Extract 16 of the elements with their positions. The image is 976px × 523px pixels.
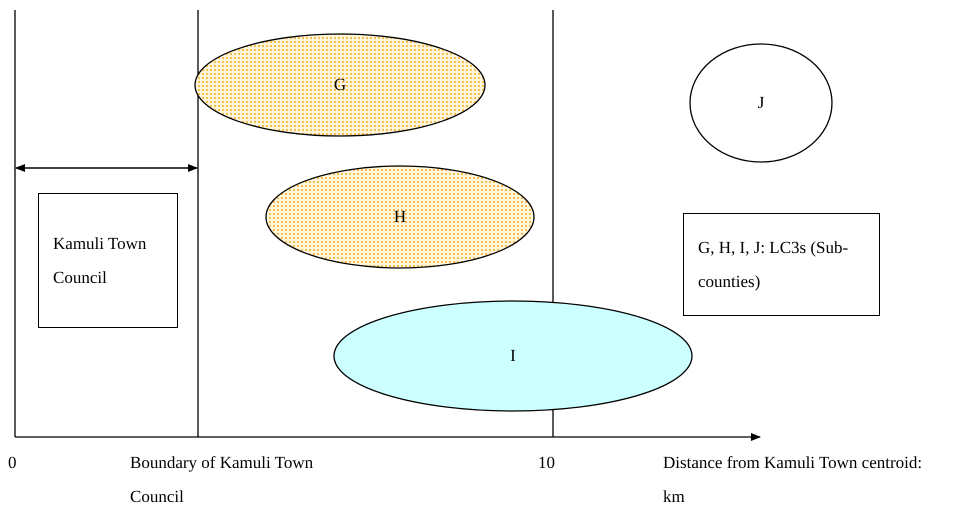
node-label: G, H, I, J: LC3s (Sub-counties) — [698, 236, 850, 292]
node-label: G — [334, 75, 346, 95]
tick-label: 0 — [8, 452, 18, 474]
axis-label: Distance from Kamuli Town centroid: km — [663, 452, 923, 508]
ellipse — [265, 165, 535, 269]
ellipse — [194, 33, 486, 137]
text-box — [683, 213, 880, 316]
node-label: J — [758, 93, 764, 113]
ellipse — [333, 300, 693, 412]
node-label: H — [394, 207, 406, 227]
axis-label: Boundary of Kamuli Town Council — [130, 452, 314, 508]
tick-label: 10 — [538, 452, 556, 474]
node-label: I — [510, 346, 516, 366]
ellipse — [689, 43, 833, 163]
node-label: Kamuli Town Council — [53, 232, 148, 288]
text-box — [38, 193, 178, 328]
